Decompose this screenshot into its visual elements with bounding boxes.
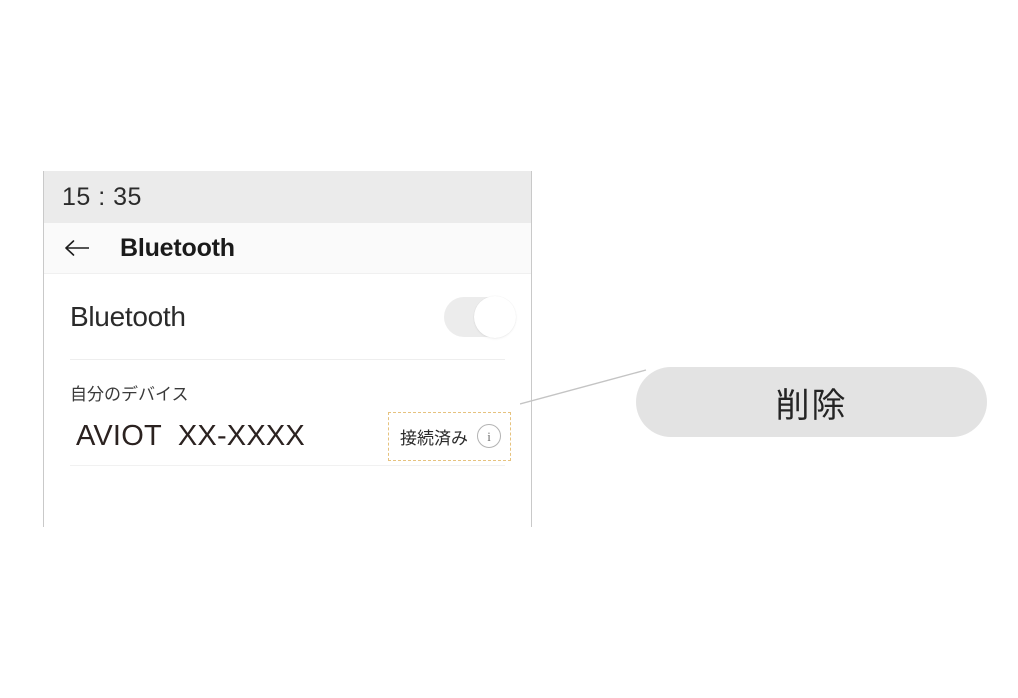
device-status-highlight[interactable]: 接続済み i xyxy=(388,411,511,461)
my-devices-section-header: 自分のデバイス xyxy=(70,385,189,404)
bluetooth-toggle-row[interactable]: Bluetooth xyxy=(70,274,516,360)
toggle-knob xyxy=(474,295,516,338)
arrow-left-icon[interactable] xyxy=(62,236,92,260)
bluetooth-label: Bluetooth xyxy=(70,300,186,332)
status-bar: 15 : 35 xyxy=(44,171,531,223)
settings-list: Bluetooth 自分のデバイス AVIOT XX-XXXX 接続済み i xyxy=(44,274,531,466)
navigation-bar: Bluetooth xyxy=(44,223,531,274)
delete-callout: 削除 xyxy=(636,367,987,437)
callout-leader-line xyxy=(520,369,647,405)
bluetooth-toggle-switch[interactable] xyxy=(444,295,516,338)
device-name: AVIOT XX-XXXX xyxy=(76,419,305,452)
device-list-item[interactable]: AVIOT XX-XXXX 接続済み i xyxy=(70,407,511,466)
device-status-label: 接続済み xyxy=(400,428,468,448)
info-circle-icon[interactable]: i xyxy=(477,424,501,448)
status-bar-clock: 15 : 35 xyxy=(62,182,142,211)
delete-callout-label: 削除 xyxy=(775,386,848,425)
phone-screen-panel: 15 : 35 Bluetooth Bluetooth 自分のデバイス AVIO… xyxy=(43,171,532,527)
page-title: Bluetooth xyxy=(120,233,235,262)
